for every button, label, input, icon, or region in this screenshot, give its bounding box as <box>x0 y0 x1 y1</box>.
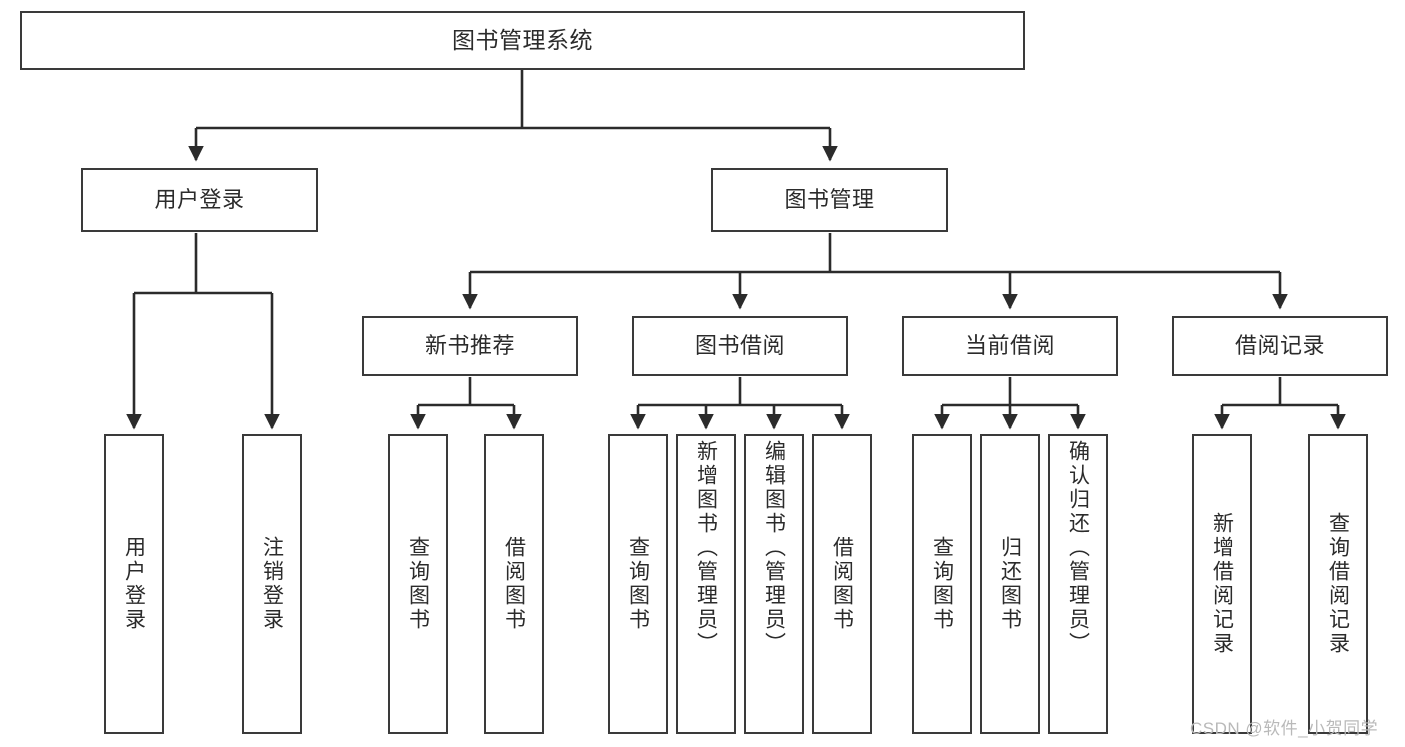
leaf-node-logout[interactable]: 注销登录 <box>242 434 302 734</box>
leaf-node-borrow-book-2[interactable]: 借阅图书 <box>812 434 872 734</box>
node-label: 查询图书 <box>406 536 430 632</box>
node-root-book-management-system[interactable]: 图书管理系统 <box>20 11 1025 70</box>
leaf-node-edit-book[interactable]: 编辑图书（管理员） <box>744 434 804 734</box>
node-label: 借阅图书 <box>502 536 526 632</box>
node-current-borrow[interactable]: 当前借阅 <box>902 316 1118 376</box>
node-book-borrow[interactable]: 图书借阅 <box>632 316 848 376</box>
node-label: 当前借阅 <box>964 333 1055 359</box>
node-label: 查询图书 <box>626 536 650 632</box>
node-label: 新增图书（管理员） <box>694 440 718 656</box>
node-label: 编辑图书（管理员） <box>762 440 786 656</box>
leaf-node-return-book[interactable]: 归还图书 <box>980 434 1040 734</box>
node-label: 借阅记录 <box>1234 333 1325 359</box>
node-user-login[interactable]: 用户登录 <box>81 168 318 232</box>
node-label: 借阅图书 <box>830 536 854 632</box>
leaf-node-add-borrow-record[interactable]: 新增借阅记录 <box>1192 434 1252 734</box>
node-label: 归还图书 <box>998 536 1022 632</box>
node-label: 图书借阅 <box>694 333 785 359</box>
leaf-node-add-book[interactable]: 新增图书（管理员） <box>676 434 736 734</box>
node-label: 注销登录 <box>260 536 284 632</box>
node-borrow-record[interactable]: 借阅记录 <box>1172 316 1388 376</box>
node-label: 新书推荐 <box>424 333 515 359</box>
node-label: 查询图书 <box>930 536 954 632</box>
leaf-node-borrow-book-1[interactable]: 借阅图书 <box>484 434 544 734</box>
node-label: 确认归还（管理员） <box>1066 440 1090 656</box>
leaf-node-query-book-2[interactable]: 查询图书 <box>608 434 668 734</box>
csdn-watermark: CSDN @软件_小贺同学 <box>1190 719 1379 738</box>
leaf-node-query-book-1[interactable]: 查询图书 <box>388 434 448 734</box>
node-label: 图书管理 <box>784 187 875 213</box>
leaf-node-user-login[interactable]: 用户登录 <box>104 434 164 734</box>
leaf-node-confirm-return[interactable]: 确认归还（管理员） <box>1048 434 1108 734</box>
node-label: 图书管理系统 <box>452 27 593 54</box>
leaf-node-query-book-3[interactable]: 查询图书 <box>912 434 972 734</box>
node-label: 查询借阅记录 <box>1326 512 1350 656</box>
node-new-book-recommendation[interactable]: 新书推荐 <box>362 316 578 376</box>
node-label: 用户登录 <box>154 187 245 213</box>
node-label: 用户登录 <box>122 536 146 632</box>
node-label: 新增借阅记录 <box>1210 512 1234 656</box>
leaf-node-query-borrow-record[interactable]: 查询借阅记录 <box>1308 434 1368 734</box>
node-book-management[interactable]: 图书管理 <box>711 168 948 232</box>
